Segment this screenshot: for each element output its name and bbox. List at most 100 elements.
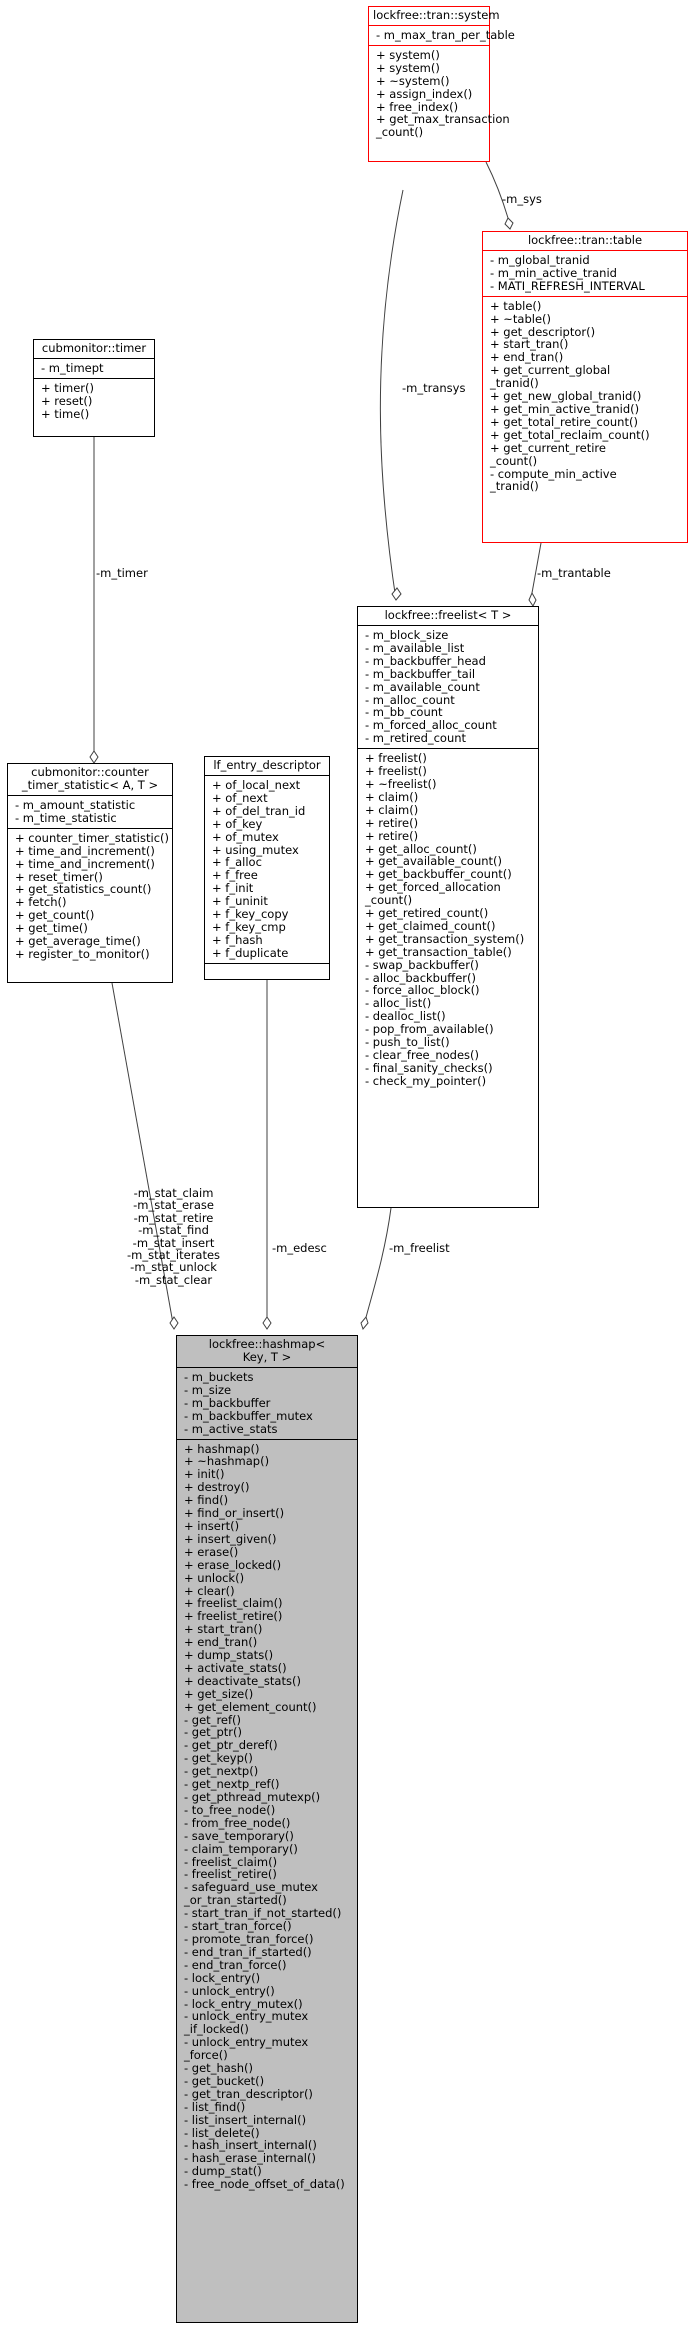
class-title: lockfree::tran::table [483,232,687,251]
class-lf-entry-descriptor[interactable]: lf_entry_descriptor + of_local_next+ of_… [204,756,330,980]
method-entry: + hashmap() [184,1441,260,1456]
method-entry: + freelist_claim() [184,1596,283,1611]
method-entry: _count() [365,893,413,908]
diamond-m-freelist [360,1315,369,1331]
method-entry: - alloc_list() [365,996,432,1011]
method-entry: + insert_given() [184,1531,277,1546]
method-entry: + retire() [365,815,419,830]
method-entry: + table() [490,298,542,313]
attribute-entry: - m_backbuffer_tail [365,666,476,681]
method-entry: + get_total_retire_count() [490,414,638,429]
method-entry: _tranid() [490,479,539,494]
attributes-section: - m_max_tran_per_table [369,26,515,46]
method-entry: - get_ptr_deref() [184,1738,278,1753]
attributes-section: - m_buckets- m_size- m_backbuffer- m_bac… [177,1368,357,1440]
edge-label-m-transys: -m_transys [402,381,466,395]
method-entry: + assign_index() [376,86,473,101]
method-entry: + get_alloc_count() [365,841,477,856]
method-entry: - clear_free_nodes() [365,1048,480,1062]
method-entry: - get_tran_descriptor() [184,2086,313,2101]
method-entry: _tranid() [490,376,539,391]
method-entry: + time_and_increment() [15,843,155,858]
attribute-entry: + f_uninit [212,894,268,909]
method-entry: + ~system() [376,73,450,88]
method-entry: - to_free_node() [184,1802,276,1817]
attribute-entry: - m_global_tranid [490,253,590,267]
attribute-entry: - m_backbuffer [184,1395,271,1410]
class-tran-table[interactable]: lockfree::tran::table - m_global_tranid-… [482,231,688,543]
attribute-entry: - m_backbuffer_head [365,653,486,668]
method-entry: _force() [184,2048,228,2063]
method-entry: - force_alloc_block() [365,983,480,998]
class-cubmonitor-timer[interactable]: cubmonitor::timer - m_timept + timer()+ … [33,339,155,437]
method-entry: - hash_insert_internal() [184,2138,317,2153]
attribute-entry: + of_key [212,816,263,831]
method-entry: - pop_from_available() [365,1022,494,1037]
diamond-m-transys [391,587,402,601]
method-entry: _if_locked() [184,2022,249,2037]
method-entry: + find_or_insert() [184,1506,285,1521]
method-entry: + deactivate_stats() [184,1673,301,1688]
method-entry: + get_backbuffer_count() [365,867,512,882]
method-entry: - get_nextp_ref() [184,1777,280,1792]
methods-section: + counter_timer_statistic()+ time_and_in… [8,829,172,964]
edge-m-transys [379,189,404,601]
method-entry: - end_tran_if_started() [184,1944,312,1959]
method-entry: - alloc_backbuffer() [365,970,476,985]
method-entry: - get_nextp() [184,1764,259,1779]
method-entry: + start_tran() [184,1622,263,1637]
method-entry: - get_keyp() [184,1751,253,1766]
method-entry: - start_tran_force() [184,1919,292,1934]
method-entry: + end_tran() [184,1635,258,1650]
method-entry: - claim_temporary() [184,1841,298,1856]
method-entry: - unlock_entry() [184,1983,275,1998]
method-entry: + ~freelist() [365,776,437,791]
edge-label-m-sys: -m_sys [502,192,542,206]
method-entry: - lock_entry_mutex() [184,1996,303,2011]
class-hashmap[interactable]: lockfree::hashmap< Key, T > - m_buckets-… [176,1335,358,2323]
methods-section: + system()+ system()+ ~system()+ assign_… [369,46,510,142]
class-counter-timer-statistic[interactable]: cubmonitor::counter _timer_statistic< A,… [7,763,173,983]
class-tran-system[interactable]: lockfree::tran::system - m_max_tran_per_… [368,6,515,162]
method-entry: - save_temporary() [184,1828,294,1843]
method-entry: + get_new_global_tranid() [490,389,642,404]
method-entry: - list_insert_internal() [184,2112,307,2127]
methods-section: + timer()+ reset()+ time() [34,379,154,424]
method-entry: + ~table() [490,311,552,326]
method-entry: + get_element_count() [184,1699,317,1714]
edge-label-m-trantable: -m_trantable [537,566,611,580]
attribute-entry: + f_free [212,868,258,883]
method-entry: - free_node_offset_of_data() [184,2177,345,2192]
method-entry: + reset() [41,393,93,408]
method-entry: - from_free_node() [184,1815,291,1830]
method-entry: + freelist() [365,751,427,766]
method-entry: + get_count() [15,908,95,923]
attribute-entry: - m_max_tran_per_table [376,28,515,42]
method-entry: + erase_locked() [184,1557,282,1572]
method-entry: _or_tran_started() [184,1893,287,1908]
edge-label-m-stat: -m_stat_claim -m_stat_erase -m_stat_reti… [127,1186,221,1287]
method-entry: + clear() [184,1583,235,1598]
attribute-entry: + f_alloc [212,855,262,870]
method-entry: + get_claimed_count() [365,918,496,933]
method-entry: _count() [490,453,538,468]
method-entry: + get_size() [184,1686,254,1701]
method-entry: + counter_timer_statistic() [15,830,169,845]
method-entry: + find() [184,1493,229,1508]
method-entry: + get_retired_count() [365,906,489,921]
method-entry: + get_time() [15,921,88,936]
attribute-entry: + of_local_next [212,778,301,792]
method-entry: - end_tran_force() [184,1957,287,1972]
method-entry: + end_tran() [490,350,564,365]
method-entry: - get_pthread_mutexp() [184,1790,321,1804]
method-entry: + reset_timer() [15,869,103,884]
method-entry: - freelist_retire() [184,1867,277,1882]
diamond-m-stat [169,1316,179,1330]
method-entry: + register_to_monitor() [15,946,150,961]
attribute-entry: + of_next [212,790,268,805]
class-freelist[interactable]: lockfree::freelist< T > - m_block_size- … [357,606,539,1208]
attributes-section: + of_local_next+ of_next+ of_del_tran_id… [205,776,329,964]
method-entry: - promote_tran_force() [184,1931,314,1946]
method-entry: - push_to_list() [365,1035,450,1050]
method-entry: - get_hash() [184,2061,254,2076]
